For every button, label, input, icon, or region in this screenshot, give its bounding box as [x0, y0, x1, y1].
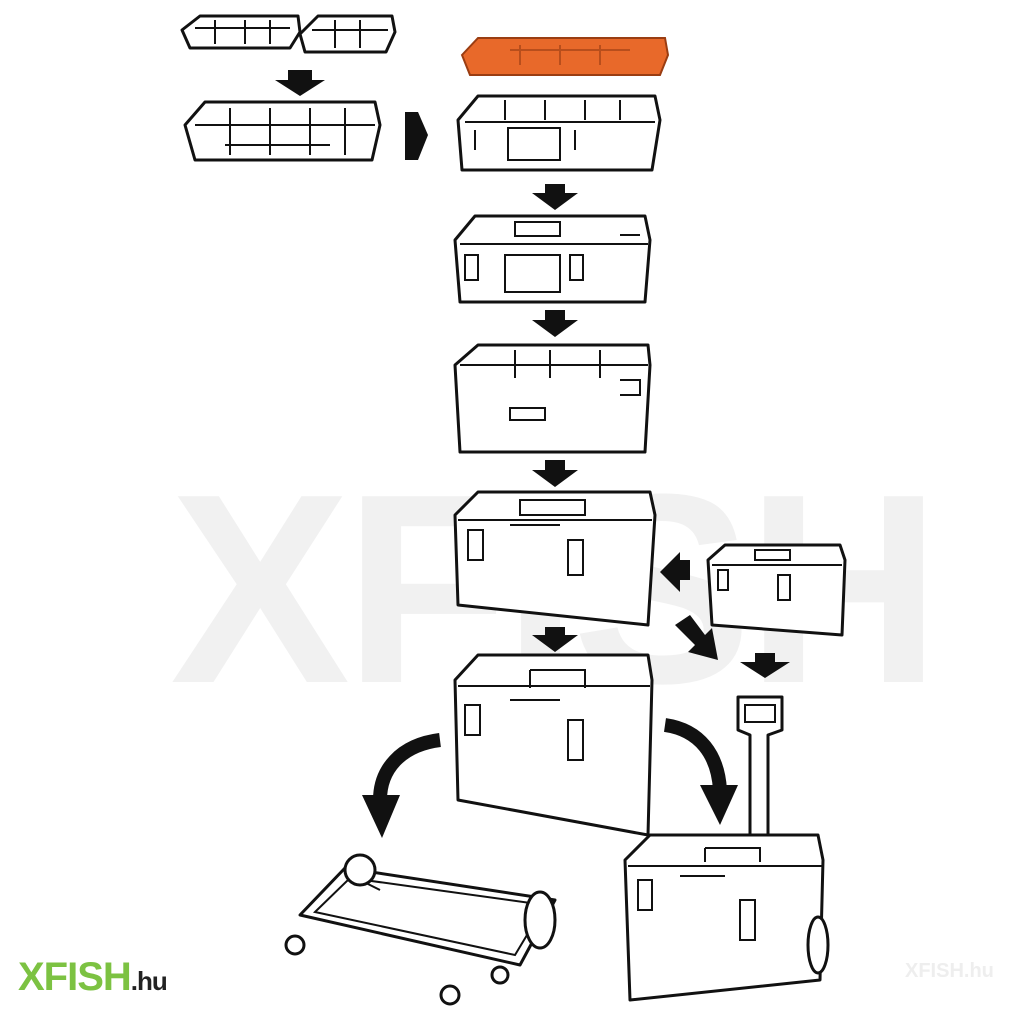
orange-lid	[460, 37, 670, 76]
logo-tld: .hu	[130, 966, 168, 996]
logo-brand: XFISH	[18, 955, 132, 999]
xfish-logo[interactable]: XFISH.hu	[18, 955, 168, 1000]
arrow-down-3	[532, 310, 578, 337]
arrow-down-1	[275, 70, 325, 96]
trolley-cart	[284, 853, 557, 1006]
arrow-down-6	[740, 653, 790, 678]
arrow-down-2	[532, 184, 578, 210]
curved-arrow-left	[373, 733, 442, 801]
medium-box	[453, 490, 657, 627]
small-organizer-right	[298, 14, 397, 54]
insert-tray	[453, 343, 652, 454]
small-organizer-left	[180, 14, 302, 50]
arrow-right-1	[405, 112, 428, 160]
tool-case	[453, 214, 652, 304]
small-toolbox	[706, 543, 847, 637]
arrow-down-5	[532, 627, 578, 652]
long-organizer	[183, 100, 382, 162]
curved-arrow-right-head	[700, 785, 738, 825]
large-box	[453, 653, 654, 837]
organizer-case	[456, 94, 662, 172]
arrow-down-4	[532, 460, 578, 487]
arrow-left	[660, 552, 690, 592]
watermark-small: XFISH.hu	[905, 960, 994, 982]
curved-arrow-left-head	[362, 795, 400, 838]
curved-arrow-right	[663, 718, 727, 791]
arrow-diagonal	[675, 615, 718, 660]
trolley-with-box	[623, 695, 830, 1002]
